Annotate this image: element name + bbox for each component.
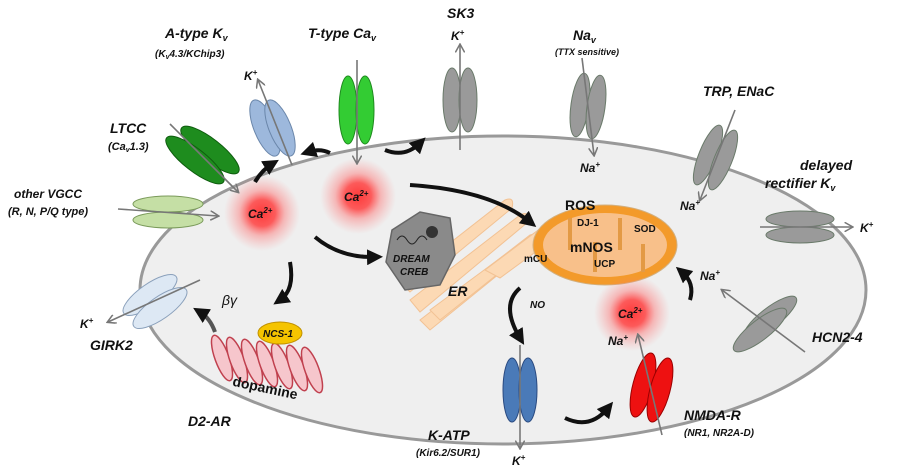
ncs1-label: NCS-1 [263, 329, 293, 340]
calcium-cloud-right: Ca2+ [594, 275, 670, 351]
delayed-rectifier-label-1: delayed [800, 157, 853, 173]
dj1-label: DJ-1 [577, 218, 599, 229]
arrow-to-mitochondrion [409, 183, 537, 227]
svg-text:Ca2+: Ca2+ [344, 189, 369, 204]
mcu-label: mCU [524, 254, 547, 265]
a-type-kv-label: A-type Kv [164, 25, 229, 43]
sk3-label: SK3 [447, 5, 474, 21]
ltcc-label: LTCC [110, 120, 147, 136]
svg-text:K+: K+ [244, 68, 258, 83]
arrow-to-mito-ucp [675, 266, 694, 301]
calcium-cloud-center: Ca2+ [320, 158, 396, 234]
creb-label: CREB [400, 267, 428, 278]
other-vgcc-label: other VGCC [14, 187, 82, 201]
dream-label: DREAM [393, 254, 430, 265]
signaling-arrows [193, 137, 694, 425]
other-vgcc-channel [117, 195, 218, 229]
girk2-channel [108, 274, 201, 329]
svg-text:Na+: Na+ [608, 333, 628, 348]
nav-label: Nav [573, 27, 597, 45]
dna-icon [396, 235, 428, 245]
ltcc-channel [165, 123, 245, 192]
k-atp-detail: (Kir6.2/SUR1) [416, 448, 481, 459]
nucleolus [426, 226, 438, 238]
svg-text:K+: K+ [512, 453, 526, 468]
mnos-label: mNOS [570, 239, 613, 255]
cristae [568, 218, 645, 272]
arrow-to-nucleus [313, 235, 383, 266]
ltcc-detail: (Cav1.3) [108, 141, 149, 154]
delayed-rectifier-label-2: rectifier Kv [765, 175, 836, 193]
svg-text:K+: K+ [80, 316, 94, 331]
hcn-label: HCN2-4 [812, 329, 863, 345]
beta-gamma-label: βγ [221, 292, 238, 308]
trp-enac-label: TRP, ENaC [703, 83, 775, 99]
arrow-to-a-type [253, 159, 279, 184]
trp-enac-channel [692, 109, 739, 200]
girk2-label: GIRK2 [90, 337, 133, 353]
d2-ar-receptor [210, 334, 324, 394]
arrow-t-type-to-sk3 [384, 137, 426, 155]
k-atp-label: K-ATP [428, 427, 470, 443]
arrow-beta-gamma-to-girk [193, 307, 217, 333]
ros-label: ROS [565, 197, 595, 213]
t-type-cav-label: T-type Cav [308, 25, 377, 43]
nmda-r-channel [629, 335, 674, 436]
hcn-channel [722, 290, 806, 353]
nmda-r-label: NMDA-R [684, 407, 742, 423]
svg-text:K+: K+ [451, 28, 465, 43]
svg-text:Na+: Na+ [700, 268, 720, 283]
sod-label: SOD [634, 224, 656, 235]
other-vgcc-detail: (R, N, P/Q type) [8, 206, 88, 218]
nav-channel [569, 57, 607, 155]
sk3-channel [442, 45, 478, 150]
arrow-t-type-to-a-type [300, 141, 331, 158]
arrow-to-ncs1 [273, 261, 294, 305]
no-label: NO [530, 300, 545, 311]
delayed-rectifier-kv-channel [760, 210, 852, 244]
svg-text:Ca2+: Ca2+ [248, 206, 273, 221]
ncs1-protein [257, 321, 303, 345]
arrow-no-to-katp [508, 286, 525, 345]
svg-text:Na+: Na+ [580, 160, 600, 175]
nmda-r-detail: (NR1, NR2A-D) [684, 428, 755, 439]
calcium-cloud-left: Ca2+ [224, 175, 300, 251]
ion-labels: K+ K+ Na+ Na+ K+ Na+ Na+ K+ K+ [80, 28, 874, 468]
d2-ar-label: D2-AR [188, 413, 232, 429]
ucp-label: UCP [594, 259, 615, 270]
mitochondrion-matrix [543, 213, 667, 277]
t-type-cav-channel [338, 60, 375, 163]
k-atp-channel [502, 345, 538, 448]
a-type-kv-channel [249, 80, 296, 166]
a-type-kv-detail: (Kv4.3/KChip3) [155, 49, 225, 61]
er-label: ER [448, 283, 468, 299]
arrow-katp-to-nmda [564, 401, 614, 425]
svg-text:Ca2+: Ca2+ [618, 306, 643, 321]
svg-text:Na+: Na+ [680, 198, 700, 213]
svg-text:K+: K+ [860, 220, 874, 235]
nav-detail: (TTX sensitive) [555, 47, 619, 57]
